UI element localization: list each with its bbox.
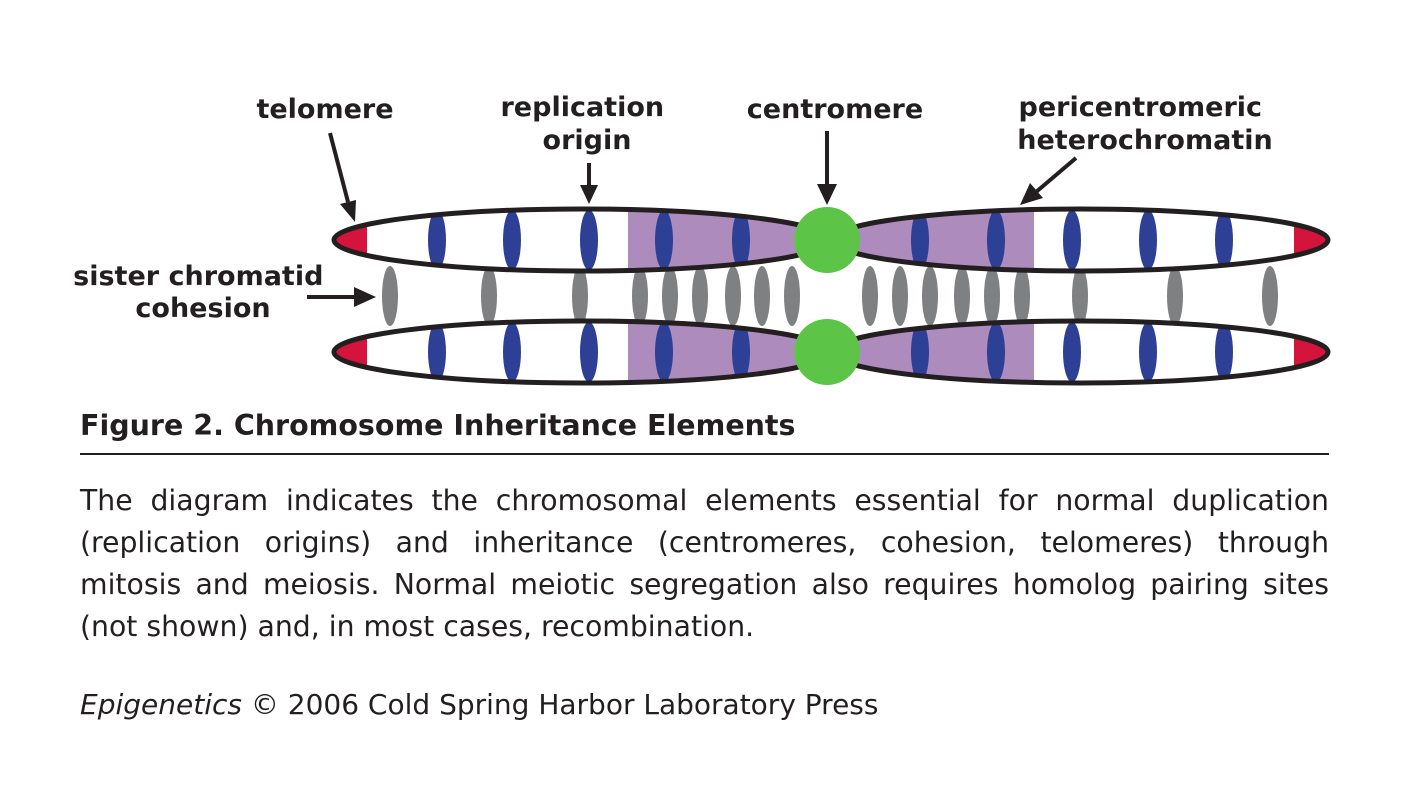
- cohesin-ring: [632, 266, 648, 326]
- replication-origin-label: replication origin: [500, 92, 673, 156]
- pericentromeric-arrow: [1020, 156, 1078, 205]
- cohesin-ring: [1014, 266, 1030, 326]
- replication-origin-band: [655, 322, 673, 382]
- replication-origin-band: [655, 210, 673, 270]
- cohesin-ring: [662, 266, 678, 326]
- cohesin-ring: [481, 266, 497, 326]
- sister-chromatid-cohesion-marks: [382, 266, 1278, 326]
- replication-origin-band: [1215, 210, 1233, 270]
- cohesin-ring: [1262, 266, 1278, 326]
- replication-origin-band: [503, 322, 521, 382]
- replication-origin-band: [1215, 322, 1233, 382]
- cohesin-ring: [892, 266, 908, 326]
- cohesin-ring: [725, 266, 741, 326]
- figure-title: Figure 2. Chromosome Inheritance Element…: [80, 409, 796, 442]
- cohesion-arrow: [307, 287, 376, 307]
- cohesin-ring: [572, 266, 588, 326]
- cohesin-ring: [862, 266, 878, 326]
- cohesin-ring: [954, 266, 970, 326]
- replication-origin-band: [732, 322, 750, 382]
- telomere-label: telomere: [256, 94, 393, 125]
- label-arrows: [307, 131, 1078, 307]
- replication-origin-band: [503, 210, 521, 270]
- figure-credit: Epigenetics © 2006 Cold Spring Harbor La…: [80, 684, 878, 726]
- cohesin-ring: [1072, 266, 1088, 326]
- centromere-arrow: [817, 131, 837, 205]
- pericentromeric-heterochromatin-label: pericentromeric heterochromatin: [1017, 92, 1272, 156]
- cohesin-ring: [784, 266, 800, 326]
- replication-origin-band: [1063, 210, 1081, 270]
- replication-origin-band: [732, 210, 750, 270]
- figure-caption: The diagram indicates the chromosomal el…: [80, 484, 1329, 643]
- credit-publisher: © 2006 Cold Spring Harbor Laboratory Pre…: [241, 688, 879, 721]
- cohesin-ring: [382, 266, 398, 326]
- sister-chromatid-cohesion-label: sister chromatid cohesion: [73, 261, 333, 324]
- chromosome-diagram: telomere replication origin centromere p…: [73, 92, 1331, 386]
- cohesin-ring: [922, 266, 938, 326]
- replication-origin-arrow: [580, 163, 598, 204]
- replication-origin-band: [987, 322, 1005, 382]
- cohesin-ring: [984, 266, 1000, 326]
- replication-origin-band: [1063, 322, 1081, 382]
- cohesin-ring: [1167, 266, 1183, 326]
- replication-origin-band: [1139, 322, 1157, 382]
- centromere: [794, 319, 860, 385]
- cohesin-ring: [754, 266, 770, 326]
- bottom-chromatid: [331, 318, 1331, 386]
- top-chromatid: [331, 206, 1331, 274]
- replication-origin-band: [580, 210, 598, 270]
- centromere: [794, 207, 860, 273]
- centromere-label: centromere: [747, 94, 923, 125]
- title-divider: [80, 453, 1329, 455]
- replication-origin-band: [911, 210, 929, 270]
- credit-book-title: Epigenetics: [80, 688, 242, 721]
- replication-origin-band: [428, 210, 446, 270]
- replication-origin-band: [428, 322, 446, 382]
- telomere-arrow: [328, 132, 356, 222]
- replication-origin-band: [987, 210, 1005, 270]
- cohesin-ring: [692, 266, 708, 326]
- replication-origin-band: [1139, 210, 1157, 270]
- replication-origin-band: [911, 322, 929, 382]
- replication-origin-band: [580, 322, 598, 382]
